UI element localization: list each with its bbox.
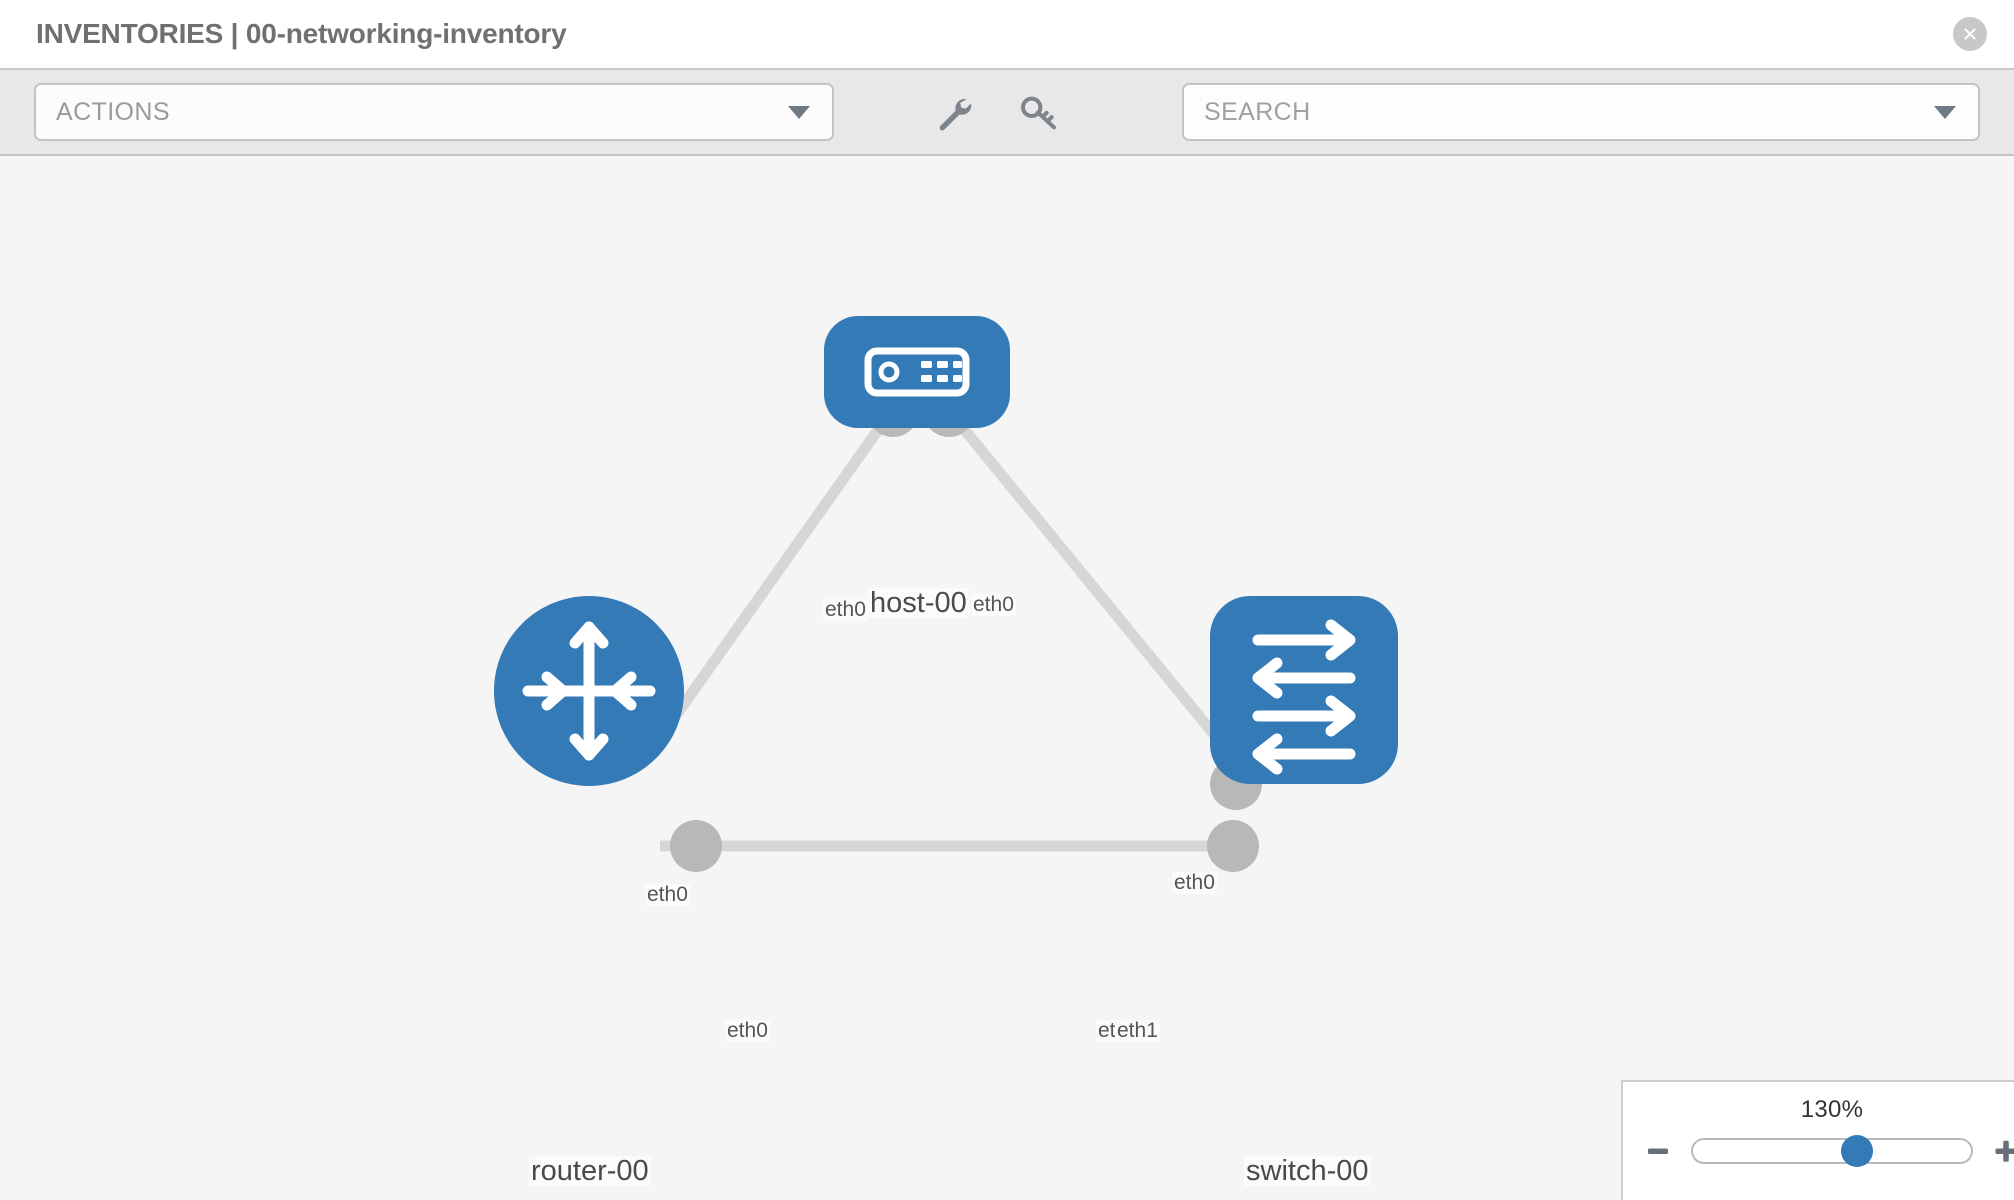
node-label-host-00: host-00	[868, 587, 969, 619]
zoom-out-button[interactable]	[1641, 1134, 1675, 1168]
toolbar-icon-group	[930, 89, 1062, 135]
actions-dropdown-label: ACTIONS	[56, 97, 170, 126]
search-placeholder: SEARCH	[1204, 97, 1311, 126]
zoom-in-button[interactable]	[1989, 1134, 2014, 1168]
zoom-slider-thumb[interactable]	[1841, 1135, 1874, 1167]
wrench-icon	[939, 98, 972, 131]
zoom-control-panel: 130%	[1621, 1080, 2014, 1200]
node-switch-00[interactable]	[1210, 596, 1398, 784]
plus-icon	[1995, 1140, 2014, 1162]
node-label-switch-00: switch-00	[1244, 1155, 1371, 1187]
node-router-00[interactable]	[494, 596, 684, 786]
node-host-00[interactable]	[824, 316, 1010, 428]
toolbar: ACTIONS SEARCH	[0, 68, 2014, 156]
key-icon	[1021, 96, 1056, 130]
iface-label-host00-right: eth0	[971, 593, 1016, 617]
nub-switch00-eth1[interactable]	[1207, 820, 1259, 872]
iface-label-switch00-eth1: eth1	[1115, 1019, 1160, 1043]
wrench-button[interactable]	[930, 89, 976, 135]
chevron-down-icon	[1934, 105, 1956, 119]
minus-icon	[1648, 1148, 1668, 1154]
interface-nub-group	[670, 385, 1262, 872]
key-button[interactable]	[1016, 89, 1062, 135]
node-label-router-00: router-00	[529, 1155, 651, 1187]
iface-label-router00-uplink: eth0	[645, 883, 690, 907]
iface-label-host00-left: eth0	[823, 598, 868, 622]
zoom-slider-row	[1623, 1134, 2014, 1168]
search-input[interactable]: SEARCH	[1182, 83, 1980, 141]
chevron-down-icon	[788, 105, 810, 119]
iface-label-router00-eth0: eth0	[725, 1019, 770, 1043]
router-icon	[522, 621, 656, 761]
zoom-level-value: 130%	[1800, 1096, 1864, 1123]
close-button[interactable]	[1953, 17, 1987, 51]
server-icon	[864, 347, 970, 397]
page-header: INVENTORIES | 00-networking-inventory	[0, 0, 2014, 68]
actions-dropdown[interactable]: ACTIONS	[34, 83, 834, 141]
topology-graph	[494, 316, 1398, 872]
switch-icon	[1252, 619, 1356, 775]
page-title: INVENTORIES | 00-networking-inventory	[36, 18, 567, 49]
close-icon	[1964, 28, 1976, 40]
link-group	[635, 402, 1245, 852]
topology-canvas[interactable]: eth0 eth0 eth0 eth0 eth0 eth0 eth1 host-…	[0, 156, 2014, 1200]
iface-label-switch00-uplink: eth0	[1172, 871, 1217, 895]
nub-router00-eth0[interactable]	[670, 820, 722, 872]
zoom-slider-track[interactable]	[1691, 1135, 1973, 1167]
link-host00-switch00[interactable]	[940, 402, 1245, 770]
